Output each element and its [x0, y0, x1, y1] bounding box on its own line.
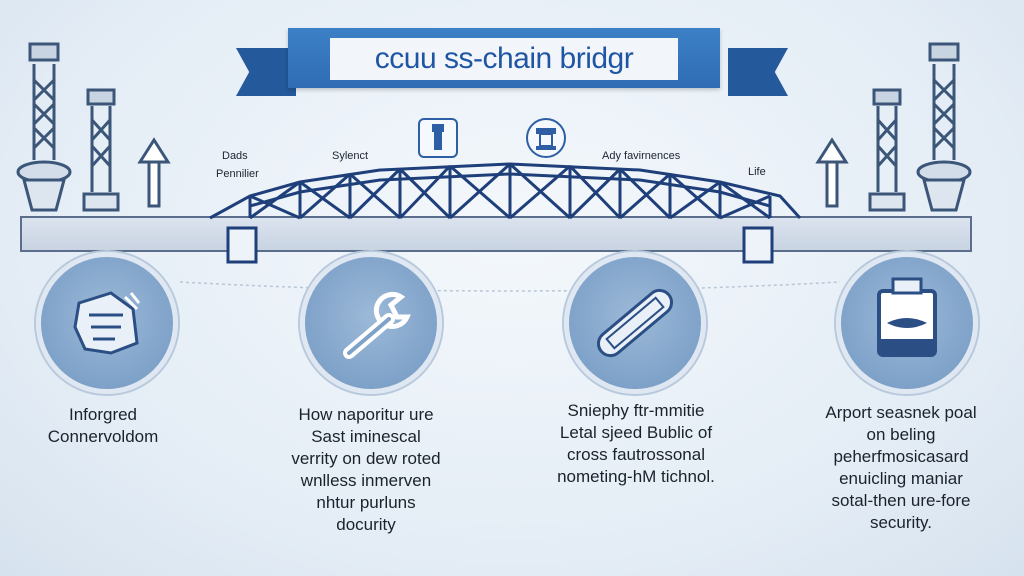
person-frame-icon [418, 118, 458, 158]
card-3-line-1: Sniephy ftr-mmitie [567, 401, 705, 420]
card-4-line-4: enuicling maniar [839, 469, 963, 488]
label-ady-favirnences: Ady favirnences [602, 150, 681, 162]
card-3-line-4: nometing-hM tichnol. [557, 467, 715, 486]
card-2-caption: How naporitur ure Sast iminescal verrity… [266, 404, 466, 536]
device-frame-icon [526, 118, 566, 158]
card-2-line-1: How naporitur ure [298, 405, 434, 424]
card-2-circle [300, 252, 442, 394]
label-sylenct: Sylenct [332, 150, 369, 162]
card-4-line-5: sotal-then ure-fore [831, 491, 971, 510]
battery-box-icon [877, 277, 937, 357]
card-1-caption: Inforgred Connervoldom [28, 404, 178, 448]
card-3-line-2: Letal sjeed Bublic of [559, 423, 713, 442]
title-banner-inner: ccuu ss-chain bridgr [330, 38, 678, 80]
left-signal-arrow-icon [137, 137, 171, 208]
card-4-line-2: on beling [866, 425, 936, 444]
right-signal-arrow-icon [815, 137, 849, 208]
card-2-line-4: wnlless inmerven [300, 471, 432, 490]
token-bar-icon [596, 288, 674, 358]
card-4-line-1: Arport seasnek poal [825, 403, 977, 422]
card-4-line-3: peherfmosicasard [833, 447, 969, 466]
label-dads: Dads [222, 150, 248, 162]
card-2-line-2: Sast iminescal [311, 427, 421, 446]
card-2-line-3: verrity on dew roted [291, 449, 441, 468]
page-title: ccuu ss-chain bridgr [374, 42, 634, 75]
card-3-circle [564, 252, 706, 394]
map-document-icon [73, 291, 141, 355]
card-4-line-6: security. [869, 513, 933, 532]
right-short-tower-icon [868, 88, 906, 212]
left-short-tower-icon [82, 88, 120, 212]
card-1-circle [36, 252, 178, 394]
card-2-line-5: nhtur purluns [316, 493, 416, 512]
card-3-caption: Sniephy ftr-mmitie Letal sjeed Bublic of… [526, 400, 746, 488]
card-1-line-1: Inforgred [68, 405, 138, 424]
card-1-line-2: Connervoldom [47, 427, 159, 446]
card-4-caption: Arport seasnek poal on beling peherfmosi… [796, 402, 1006, 534]
bridge-deck [20, 216, 972, 252]
label-pennilier: Pennilier [216, 168, 259, 180]
left-tall-tower-icon [16, 42, 72, 212]
right-tall-tower-icon [916, 42, 972, 212]
wrench-icon [343, 292, 411, 359]
card-2-line-6: docurity [336, 515, 396, 534]
card-4-circle [836, 252, 978, 394]
label-life: Life [748, 166, 766, 178]
card-3-line-3: cross fautrossonal [567, 445, 705, 464]
